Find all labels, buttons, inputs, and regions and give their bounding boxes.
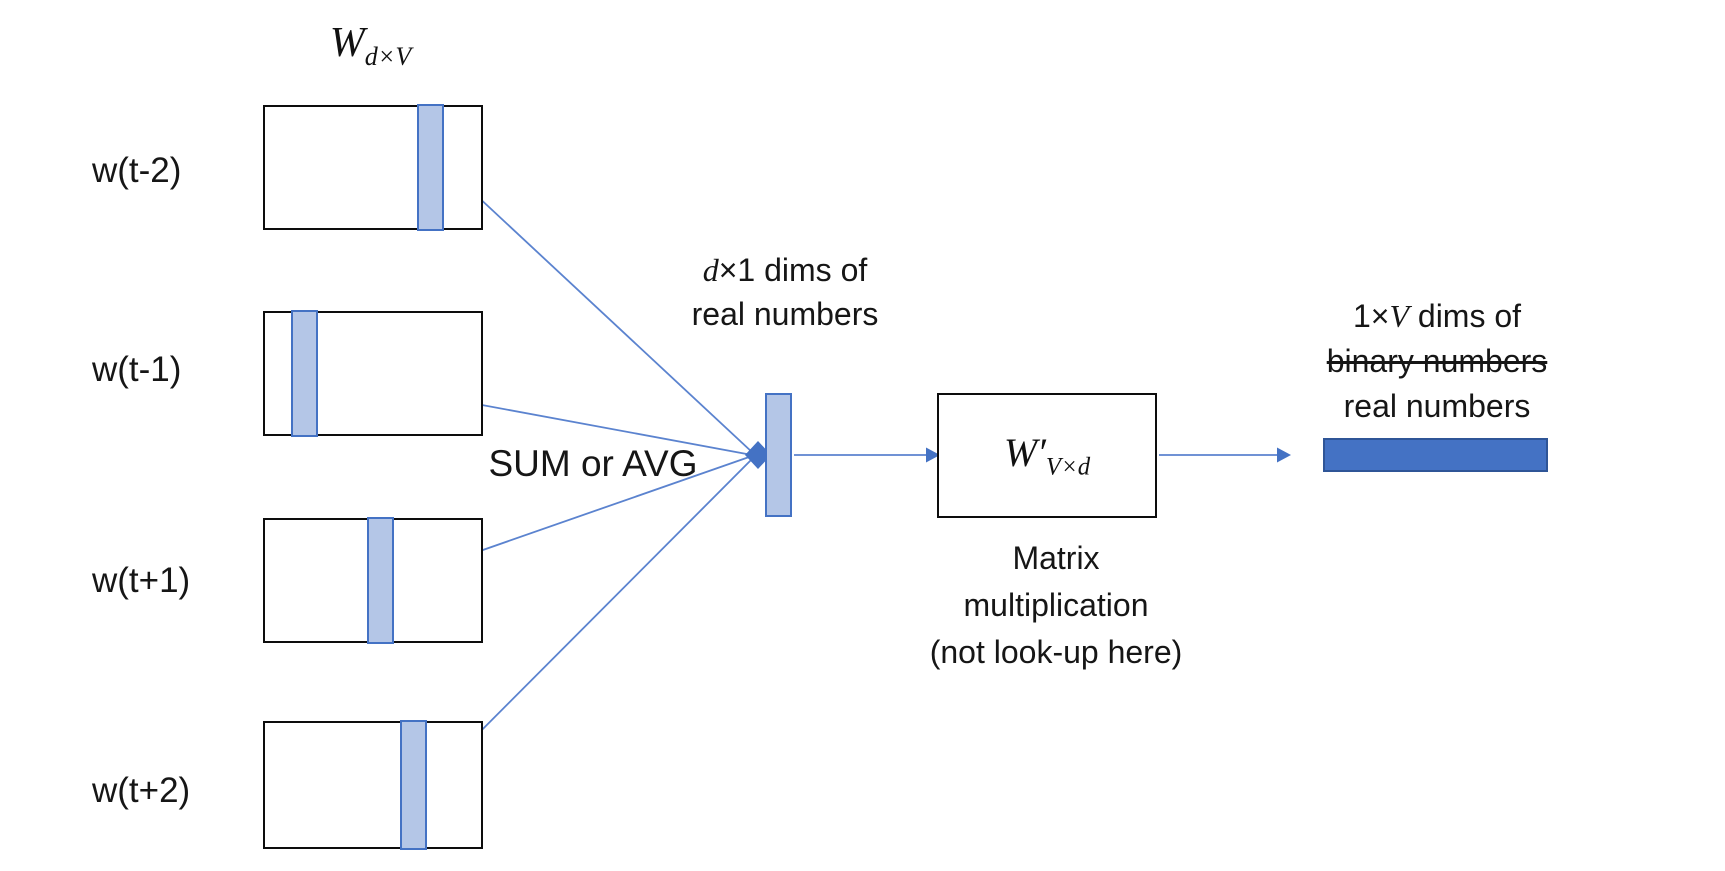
hidden-dims-line2: real numbers [691,296,879,332]
hidden-vector-bar [765,393,792,517]
output-dims-line: 1×V dims of [1287,294,1587,339]
input-weight-matrix-label: Wd×V [278,18,463,72]
output-dims-rest: dims of [1409,298,1522,334]
one-hot-matrix-wt+2 [263,720,483,850]
selected-column-highlight [367,517,394,644]
output-dims-pre: 1× [1352,298,1390,334]
dim-variable-v: V [1389,298,1409,334]
projection-matrix-label: W′V×d [1004,429,1090,482]
one-hot-matrix-wt-2 [263,104,483,231]
output-vector-caption: 1×V dims of binary numbers real numbers [1287,294,1587,429]
dim-variable-d: d [702,252,719,288]
matrix-symbol: W [329,20,365,66]
caption-line-3: (not look-up here) [929,634,1183,670]
input-word-label-wt+1: w(t+1) [92,561,191,600]
input-word-label-wt-2: w(t-2) [92,151,182,190]
struck-binary-numbers-line: binary numbers [1326,343,1548,379]
output-real-numbers-line: real numbers [1343,388,1531,424]
hidden-vector-caption: d×1 dims of real numbers [635,248,935,336]
selected-column-highlight [291,310,318,437]
projection-symbol: W′ [1003,430,1046,476]
aggregate-label: SUM or AVG [488,443,698,484]
hidden-dims-rest: ×1 dims of [718,252,868,288]
caption-line-2: multiplication [963,587,1149,623]
input-word-label-wt-1: w(t-1) [92,350,182,389]
projection-subscript: V×d [1045,453,1091,481]
matrix-subscript: d×V [364,42,412,72]
one-hot-matrix-wt-1 [263,310,483,437]
one-hot-matrix-wt+1 [263,517,483,644]
selected-column-highlight [400,720,427,850]
arrowhead-to-output [1277,447,1291,463]
matrix-multiplication-caption: Matrix multiplication (not look-up here) [906,535,1206,676]
output-weight-matrix-box: W′V×d [937,393,1157,518]
hidden-dims-line: d×1 dims of [635,248,935,292]
output-vector-bar [1323,438,1548,472]
input-word-label-wt+2: w(t+2) [92,771,191,810]
selected-column-highlight [417,104,444,231]
caption-line-1: Matrix [1012,540,1100,576]
